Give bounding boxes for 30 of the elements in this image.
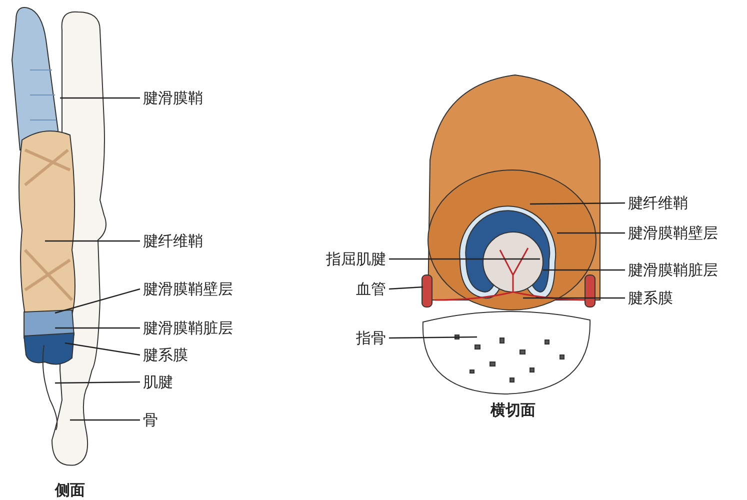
leader-line xyxy=(54,288,140,314)
part-label: 腱滑膜鞘 xyxy=(143,89,203,107)
leader-line xyxy=(70,419,140,421)
leader-line xyxy=(543,269,625,271)
view-caption: 横切面 xyxy=(490,401,536,419)
leader-line xyxy=(557,232,625,234)
part-label: 骨 xyxy=(143,411,158,429)
leader-line xyxy=(388,286,424,290)
part-label: 肌腱 xyxy=(143,373,173,391)
part-label: 指骨 xyxy=(356,329,386,347)
leader-line xyxy=(55,381,140,384)
leader-line xyxy=(55,327,140,329)
part-label: 指屈肌腱 xyxy=(326,250,386,268)
part-label: 腱纤维鞘 xyxy=(628,194,688,212)
part-label: 腱系膜 xyxy=(628,289,673,307)
part-label: 腱滑膜鞘脏层 xyxy=(143,319,233,337)
part-label: 腱纤维鞘 xyxy=(143,232,203,250)
leader-line xyxy=(64,342,140,356)
part-label: 腱滑膜鞘壁层 xyxy=(143,280,233,298)
leader-line xyxy=(60,97,140,99)
part-label: 腱系膜 xyxy=(143,346,188,364)
leader-line xyxy=(45,240,140,242)
part-label: 腱滑膜鞘脏层 xyxy=(628,261,718,279)
part-label: 血管 xyxy=(356,280,386,298)
leader-line xyxy=(389,258,540,260)
part-label: 腱滑膜鞘壁层 xyxy=(628,224,718,242)
leader-line xyxy=(389,336,477,339)
leader-line xyxy=(530,202,625,205)
view-caption: 侧面 xyxy=(55,481,85,499)
leader-line xyxy=(523,297,625,299)
